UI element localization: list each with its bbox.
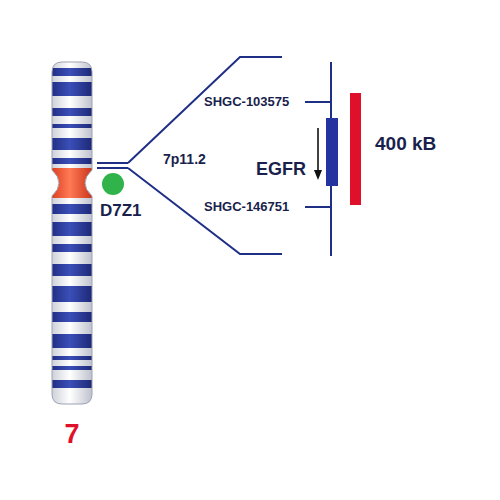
probe-span-bar (350, 93, 361, 205)
gene-label: EGFR (256, 160, 306, 180)
chromosome-band (50, 108, 94, 116)
chromosome-band (50, 356, 94, 360)
chromosome-ideogram (50, 60, 94, 406)
chromosome-band (50, 286, 94, 302)
centromere-probe-dot (102, 173, 124, 195)
chromosome-band (50, 222, 94, 236)
direction-arrow (314, 128, 322, 180)
egfr-gene-bar (326, 118, 338, 186)
chromosome-band (50, 204, 94, 214)
leader-lines (97, 57, 331, 256)
band-label: 7p11.2 (163, 152, 206, 167)
chromosome-band (50, 334, 94, 348)
chromosome-band (50, 82, 94, 96)
chromosome-number: 7 (64, 420, 79, 450)
chromosome-band (50, 264, 94, 276)
chromosome-band (50, 380, 94, 388)
chromosome-band (50, 138, 94, 150)
chromosome-band (50, 68, 94, 76)
chromosome-band (50, 124, 94, 128)
marker-label: SHGC-103575 (204, 95, 289, 109)
chromosome-band (50, 312, 94, 322)
chromosome-band (50, 244, 94, 252)
probe-label: D7Z1 (100, 202, 142, 221)
marker-label: SHGC-146751 (204, 200, 289, 214)
chromosome-band (50, 158, 94, 164)
chromosome-band (50, 366, 94, 370)
size-label: 400 kB (375, 134, 436, 155)
